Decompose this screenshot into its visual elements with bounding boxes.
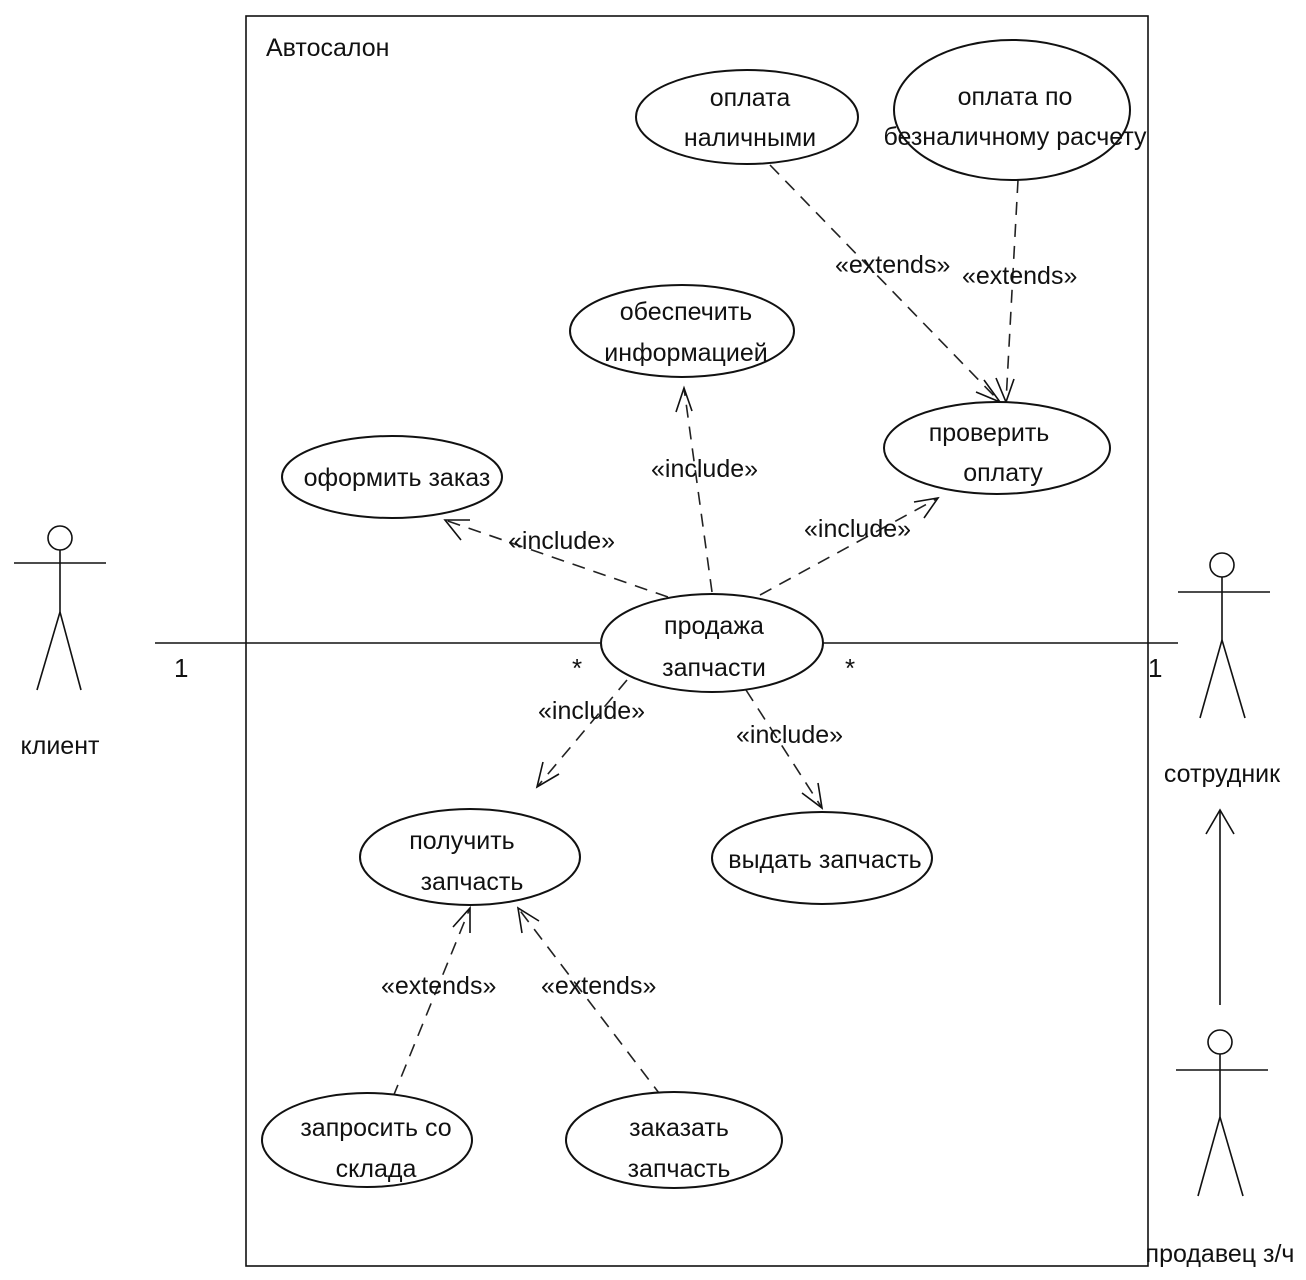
- extends-line-order-part: [517, 907, 663, 1098]
- use-case-get-part: получить запчасть: [359, 808, 581, 906]
- stereotype-cashless-extends: «extends»: [962, 262, 1077, 290]
- extends-arrowhead-cashless: [995, 377, 1015, 405]
- use-case-label: информацией: [604, 339, 767, 367]
- actor-head: [47, 525, 73, 551]
- include-line-get: [536, 679, 628, 788]
- use-case-label: запчасти: [662, 654, 766, 682]
- stereotype-order-part-extends: «extends»: [541, 972, 656, 1000]
- include-arrowhead-get: [535, 761, 560, 789]
- use-case-label: оплата: [710, 84, 791, 112]
- actor-employee: сотрудник: [1164, 552, 1281, 788]
- use-case-label: склада: [336, 1155, 417, 1183]
- actor-parts-seller-label: продавец з/ч: [1146, 1240, 1295, 1268]
- use-case-label: оплату: [963, 459, 1043, 487]
- extends-line-request: [392, 907, 471, 1098]
- include-line-info: [683, 387, 713, 593]
- multiplicity-client: 1: [174, 653, 188, 683]
- stereotype-order-include: «include»: [508, 527, 615, 555]
- use-case-order-part: заказать запчасть: [565, 1091, 783, 1189]
- use-case-label: оплата по: [958, 83, 1073, 111]
- use-case-cash-payment: оплата наличными: [635, 69, 859, 165]
- actor-employee-label: сотрудник: [1164, 760, 1281, 788]
- extends-arrowhead-cash: [975, 379, 1003, 404]
- use-case-part-sale: продажа запчасти: [600, 593, 824, 693]
- extends-arrowhead-order-part: [516, 906, 540, 934]
- use-case-label: запчасть: [628, 1155, 731, 1183]
- stereotype-request-extends: «extends»: [381, 972, 496, 1000]
- use-case-cashless-payment: оплата по безналичному расчету: [883, 39, 1147, 181]
- extends-line-cash: [769, 164, 1001, 403]
- use-case-issue-part: выдать запчасть: [711, 811, 933, 905]
- actor-client: клиент: [14, 525, 106, 760]
- include-arrowhead-issue: [801, 782, 824, 810]
- generalization-arrowhead: [1205, 808, 1235, 835]
- extends-arrowhead-request: [452, 905, 471, 933]
- actor-head: [1207, 1029, 1233, 1055]
- use-case-label: запчасть: [421, 868, 524, 896]
- use-case-label: выдать запчасть: [728, 846, 921, 874]
- multiplicity-employee: 1: [1148, 653, 1162, 683]
- stereotype-check-include: «include»: [804, 515, 911, 543]
- use-case-label: запросить со: [300, 1114, 451, 1142]
- stereotype-info-include: «include»: [651, 455, 758, 483]
- include-arrowhead-check: [913, 496, 940, 519]
- stereotype-issue-include: «include»: [736, 721, 843, 749]
- system-name: Автосалон: [266, 34, 389, 62]
- multiplicity-client-sale: *: [572, 653, 582, 683]
- stereotype-get-include: «include»: [538, 697, 645, 725]
- use-case-provide-info: обеспечить информацией: [569, 284, 795, 378]
- use-case-request-warehouse: запросить со склада: [261, 1092, 473, 1188]
- actor-client-label: клиент: [21, 732, 100, 760]
- use-case-label: оформить заказ: [304, 464, 491, 492]
- use-case-label: безналичному расчету: [883, 123, 1147, 151]
- use-case-label: получить: [409, 827, 514, 855]
- include-line-issue: [745, 689, 823, 809]
- include-arrowhead-info: [675, 385, 693, 413]
- multiplicity-employee-sale: *: [845, 653, 855, 683]
- stereotype-cash-extends: «extends»: [835, 251, 950, 279]
- use-case-label: проверить: [929, 419, 1050, 447]
- use-case-label: обеспечить: [620, 298, 752, 326]
- actor-parts-seller: продавец з/ч: [1146, 1029, 1295, 1268]
- use-case-check-payment: проверить оплату: [883, 401, 1111, 495]
- use-case-label: заказать: [629, 1114, 729, 1142]
- actor-head: [1209, 552, 1235, 578]
- system-boundary: [245, 15, 1149, 1267]
- include-arrowhead-order: [443, 519, 470, 541]
- use-case-label: продажа: [664, 612, 764, 640]
- extends-line-cashless: [1005, 179, 1019, 403]
- use-case-place-order: оформить заказ: [281, 435, 503, 519]
- include-line-order: [444, 519, 669, 598]
- use-case-label: наличными: [684, 124, 816, 152]
- include-line-check: [759, 497, 939, 596]
